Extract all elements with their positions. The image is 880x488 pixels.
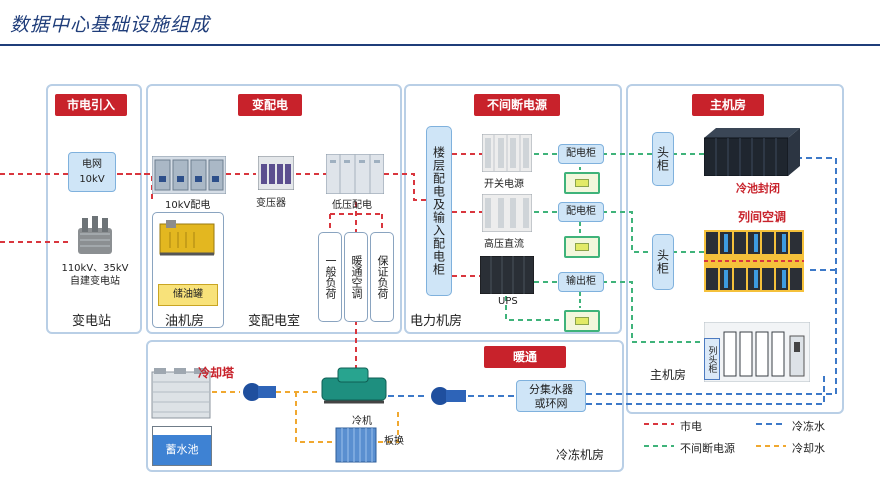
distribution-footer: 变配电室 <box>248 314 301 329</box>
tag-server-room: 主机房 <box>692 94 764 116</box>
switchgear-label: 10kV配电 <box>165 200 211 211</box>
legend-ups-power: 不间断电源 <box>680 442 735 455</box>
water-tank-box: 蓄水池 <box>152 426 212 466</box>
battery-3-icon <box>564 310 600 332</box>
legend-grid-power: 市电 <box>680 420 702 433</box>
tag-hvac: 暖通 <box>484 346 566 368</box>
cold-aisle-label: 冷池封闭 <box>736 182 780 195</box>
head-cabinet-1: 头柜 <box>652 132 674 186</box>
chiller-room-footer: 冷冻机房 <box>556 448 605 462</box>
tag-ups: 不间断电源 <box>474 94 560 116</box>
head-cabinet-2: 头柜 <box>652 234 674 290</box>
transformer-label: 变压器 <box>256 198 286 209</box>
oil-tank-box: 储油罐 <box>158 284 218 306</box>
row-head-cabinet: 列头柜 <box>704 338 720 380</box>
page-title: 数据中心基础设施组成 <box>10 14 211 36</box>
hv-dc-icon <box>482 194 532 232</box>
server-rack-row-icon <box>704 322 810 382</box>
chiller-icon <box>321 367 387 404</box>
power-room-footer: 电力机房 <box>410 314 463 329</box>
general-load-box: 一般负荷 <box>318 232 342 322</box>
output-cabinet: 输出柜 <box>558 272 604 292</box>
header: 数据中心基础设施组成 <box>0 0 880 46</box>
tag-grid-in: 市电引入 <box>55 94 127 116</box>
hvac-ac-box: 暖通空调 <box>344 232 368 322</box>
manifold-box: 分集水器 或环网 <box>516 380 586 412</box>
plate-heat-exchanger-icon <box>335 427 377 463</box>
panel-grid-in <box>46 84 142 334</box>
substation-label: 110kV、35kV 自建变电站 <box>61 263 129 287</box>
substation-transformer-icon <box>78 216 112 254</box>
cooling-tower-icon <box>151 368 211 419</box>
inrow-ac-label: 列间空调 <box>738 210 787 224</box>
substation-footer: 变电站 <box>72 314 112 329</box>
floor-distribution-box: 楼层配电及输入配电柜 <box>426 126 452 296</box>
transformer-icon <box>258 156 294 190</box>
tag-substation-room: 变配电 <box>238 94 302 116</box>
ups-label: UPS <box>498 296 518 307</box>
generator-icon <box>159 220 215 256</box>
generator-room-label: 油机房 <box>165 314 205 329</box>
legend-chilled-water: 冷冻水 <box>792 420 825 433</box>
plate-hx-label: 板换 <box>384 436 404 447</box>
switching-power-label: 开关电源 <box>484 179 524 190</box>
cooling-tower-label: 冷却塔 <box>198 366 235 380</box>
dist-cabinet-1: 配电柜 <box>558 144 604 164</box>
ups-icon <box>480 256 534 294</box>
switchgear-icon <box>152 156 226 194</box>
lv-distribution-icon <box>326 154 384 194</box>
title-rule <box>0 44 880 46</box>
dist-cabinet-2: 配电柜 <box>558 202 604 222</box>
cold-aisle-containment-icon <box>704 128 800 176</box>
switching-power-icon <box>482 134 532 172</box>
inrow-ac-rack-icon <box>704 230 804 292</box>
server-room-footer: 主机房 <box>650 368 687 382</box>
battery-2-icon <box>564 236 600 258</box>
water-tank-label: 蓄水池 <box>165 443 199 456</box>
legend-cooling-water: 冷却水 <box>792 442 825 455</box>
grid-10kv-box: 电网 10kV <box>68 152 116 192</box>
water-tank-fill <box>153 435 211 465</box>
hv-dc-label: 高压直流 <box>484 239 524 250</box>
lv-distribution-label: 低压配电 <box>332 200 372 211</box>
pump-1-icon <box>243 383 276 401</box>
battery-1-icon <box>564 172 600 194</box>
pump-2-icon <box>431 387 466 405</box>
critical-load-box: 保证负荷 <box>370 232 394 322</box>
chiller-label: 冷机 <box>352 416 372 427</box>
